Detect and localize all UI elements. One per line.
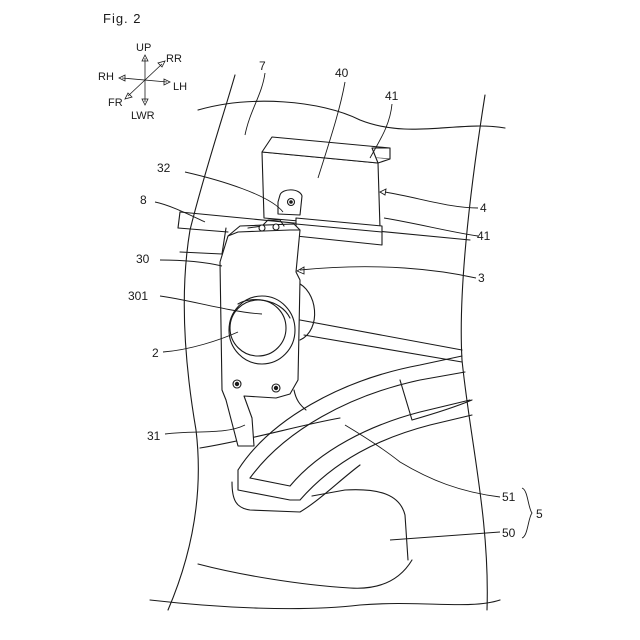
component-2 — [229, 296, 295, 364]
label-30: 30 — [136, 252, 150, 266]
label-301: 301 — [128, 289, 148, 303]
label-8: 8 — [140, 193, 147, 207]
dir-up-label: UP — [136, 42, 151, 54]
label-3: 3 — [478, 271, 485, 285]
label-4: 4 — [480, 201, 487, 215]
label-51: 51 — [502, 490, 516, 504]
figure-title: Fig. 2 — [103, 11, 142, 26]
label-2: 2 — [152, 346, 159, 360]
label-5: 5 — [536, 507, 543, 521]
label-40: 40 — [335, 66, 349, 80]
dir-lwr-label: LWR — [131, 110, 155, 122]
label-50: 50 — [502, 526, 516, 540]
label-7: 7 — [259, 59, 266, 73]
dir-rh-label: RH — [98, 71, 114, 83]
label-31: 31 — [147, 429, 161, 443]
label-41-right: 41 — [477, 229, 491, 243]
dir-rr-label: RR — [166, 53, 182, 65]
label-41-top: 41 — [385, 89, 399, 103]
label-32: 32 — [157, 161, 171, 175]
leader-lines — [155, 73, 532, 540]
direction-indicator: UP RR RH LH FR LWR — [98, 42, 187, 122]
dir-lh-label: LH — [173, 81, 187, 93]
dir-fr-label: FR — [108, 97, 123, 109]
